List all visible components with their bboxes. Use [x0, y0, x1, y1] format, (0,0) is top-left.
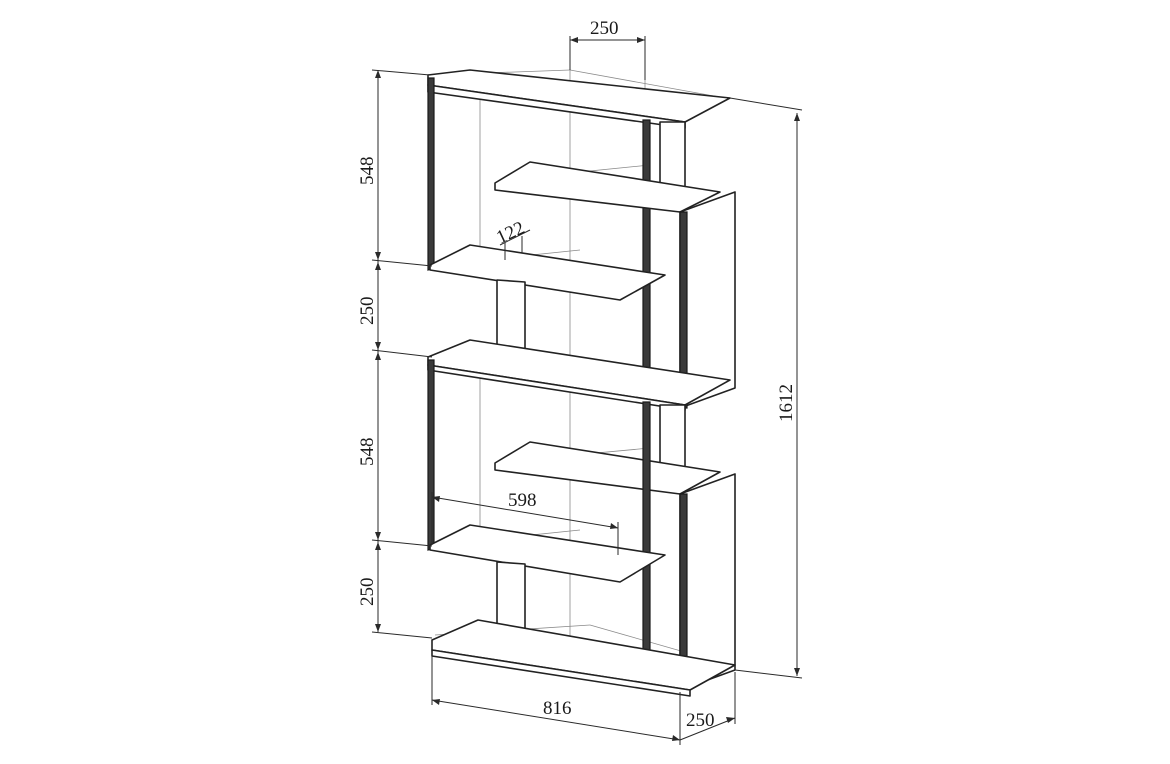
lower-support — [496, 561, 526, 634]
upper-left-side — [427, 77, 435, 271]
base-section — [431, 619, 736, 697]
dim-top-depth: 250 — [590, 18, 619, 39]
dim-lower-gap-height: 250 — [357, 578, 378, 607]
upper-bottom-shelf — [429, 244, 666, 301]
upper-section — [427, 69, 736, 409]
lower-left-side — [427, 359, 435, 551]
base-panel — [431, 619, 736, 691]
dim-upper-section-height: 548 — [357, 157, 378, 186]
lower-bottom-shelf — [429, 524, 666, 583]
dimension-lines — [371, 36, 803, 745]
dim-lower-section-height: 548 — [357, 438, 378, 467]
upper-middle-shelf — [494, 161, 721, 213]
upper-support — [496, 279, 526, 356]
dim-total-height: 1612 — [776, 384, 797, 422]
lower-middle-shelf — [494, 441, 721, 495]
dim-shelf-width: 598 — [508, 490, 537, 511]
dim-base-depth: 250 — [686, 710, 715, 731]
lower-section — [427, 359, 736, 691]
dim-total-width: 816 — [543, 698, 572, 719]
dim-shelf-offset: 122 — [493, 217, 528, 248]
dim-upper-gap-height: 250 — [357, 297, 378, 326]
